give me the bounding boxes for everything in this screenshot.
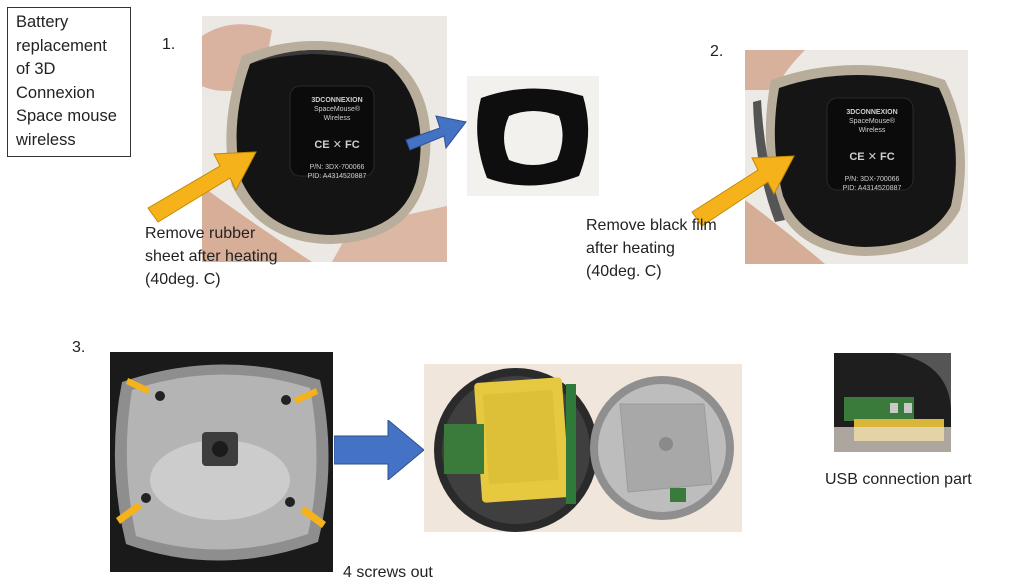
step-1-photo: 3DCONNEXION SpaceMouse® Wireless CE ✕ FC…: [202, 16, 447, 262]
caption-line: (40deg. C): [145, 271, 221, 288]
label-brand: 3DCONNEXION: [846, 109, 898, 116]
title-line: replacement: [16, 36, 107, 55]
title-line: Space mouse: [16, 107, 117, 125]
label-cert: CE ✕ FC: [314, 139, 360, 151]
title-line: Battery: [16, 13, 69, 31]
label-pn: P/N: 3DX-700066: [309, 164, 365, 171]
step-1-number: 1.: [162, 36, 176, 53]
label-brand: 3DCONNEXION: [311, 97, 363, 104]
caption-line: Remove black film: [586, 217, 717, 234]
removed-sheet-photo: [467, 76, 599, 196]
step-2-caption: Remove black film after heating (40deg. …: [586, 214, 766, 283]
usb-connection-photo: [834, 353, 951, 452]
caption-line: sheet after heating: [145, 248, 278, 265]
usb-caption: USB connection part: [825, 471, 972, 488]
title-line: of 3D: [16, 60, 56, 78]
caption-line: after heating: [586, 240, 675, 257]
step-3-number: 3.: [72, 339, 86, 356]
yellow-arrow-icon: [147, 151, 257, 223]
title-line: wireless: [16, 130, 76, 149]
title-line: Connexion: [16, 83, 95, 102]
caption-line: Remove rubber: [145, 225, 256, 242]
label-cert: CE ✕ FC: [849, 151, 895, 163]
step-3-caption: 4 screws out: [343, 564, 433, 581]
step-2-number: 2.: [710, 43, 724, 60]
blue-arrow-icon: [334, 420, 425, 480]
step-1-caption: Remove rubber sheet after heating (40deg…: [145, 222, 325, 291]
label-model: SpaceMouse® Wireless: [313, 106, 361, 122]
label-pn: P/N: 3DX-700066: [844, 176, 900, 183]
label-pid: PID: A4314520887: [842, 185, 902, 192]
caption-line: (40deg. C): [586, 263, 662, 280]
yellow-arrow-icon: [691, 155, 795, 227]
title-box: Battery replacement of 3D Connexion Spac…: [7, 7, 131, 157]
label-model: SpaceMouse® Wireless: [848, 118, 896, 134]
step-3-photo: [110, 352, 333, 572]
opened-device-photo: [424, 364, 742, 532]
label-pid: PID: A4314520887: [307, 173, 367, 180]
step-2-photo: 3DCONNEXION SpaceMouse® Wireless CE ✕ FC…: [745, 50, 968, 264]
blue-arrow-icon: [405, 115, 467, 151]
